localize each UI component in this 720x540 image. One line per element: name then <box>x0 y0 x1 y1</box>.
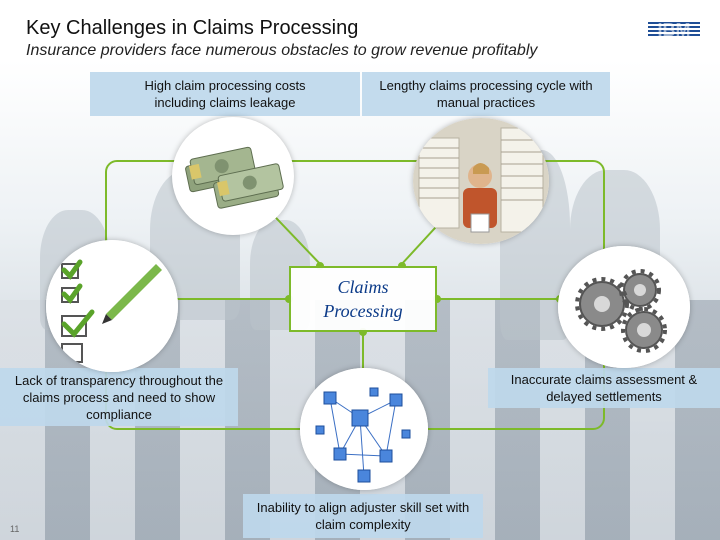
center-line-2: Processing <box>323 301 403 321</box>
challenge-adjuster-text: Inability to align adjuster skill set wi… <box>256 500 470 532</box>
challenge-assessment-text: Inaccurate claims assessment & delayed s… <box>510 372 698 404</box>
challenge-transparency-text: Lack of transparency throughout the clai… <box>14 372 224 422</box>
checklist-icon <box>46 240 178 372</box>
network-cubes-icon <box>300 368 428 490</box>
challenge-costs-box: High claim processing costs including cl… <box>90 72 360 116</box>
challenge-assessment-box: Inaccurate claims assessment & delayed s… <box>488 368 720 408</box>
challenge-transparency-box: Lack of transparency throughout the clai… <box>0 368 238 426</box>
ibm-logo-text: IBM <box>658 20 691 40</box>
paperwork-person-icon <box>413 118 549 244</box>
claims-processing-node: Claims Processing <box>289 266 437 332</box>
slide-title: Key Challenges in Claims Processing <box>26 17 359 39</box>
challenge-adjuster-box: Inability to align adjuster skill set wi… <box>243 494 483 538</box>
slide-subtitle: Insurance providers face numerous obstac… <box>26 42 538 59</box>
money-stack-icon <box>172 117 294 235</box>
challenge-costs-text: High claim processing costs including cl… <box>144 78 306 110</box>
ibm-logo: IBM <box>648 20 700 40</box>
center-line-1: Claims <box>337 277 389 297</box>
challenge-cycle-text: Lengthy claims processing cycle with man… <box>379 78 593 110</box>
challenge-cycle-box: Lengthy claims processing cycle with man… <box>362 72 610 116</box>
gears-icon <box>558 246 690 368</box>
page-number: 11 <box>10 524 20 534</box>
